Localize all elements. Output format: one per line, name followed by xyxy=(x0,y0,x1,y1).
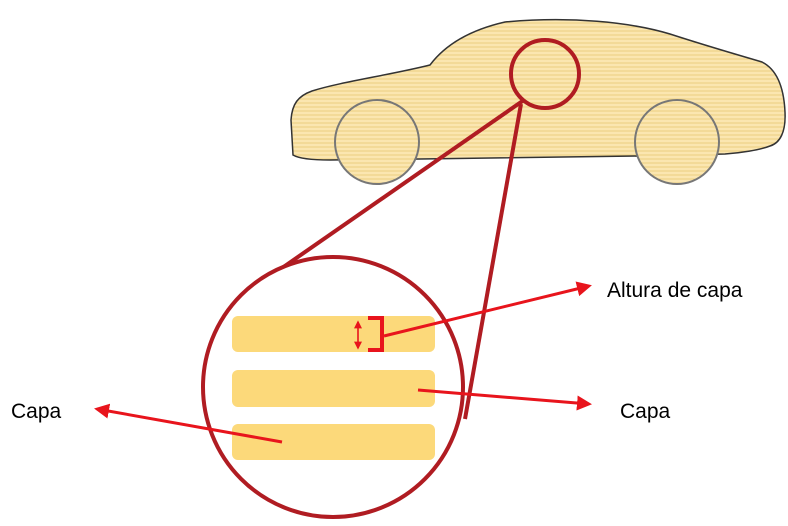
layer-label-right: Capa xyxy=(620,400,671,423)
car-illustration xyxy=(291,20,785,184)
layer-bar xyxy=(232,424,435,460)
layer-bar xyxy=(232,370,435,407)
layer-height-label: Altura de capa xyxy=(607,279,743,302)
layer-label-left: Capa xyxy=(11,400,62,423)
front-wheel xyxy=(635,100,719,184)
rear-wheel xyxy=(335,100,419,184)
layer-bar xyxy=(232,316,435,352)
